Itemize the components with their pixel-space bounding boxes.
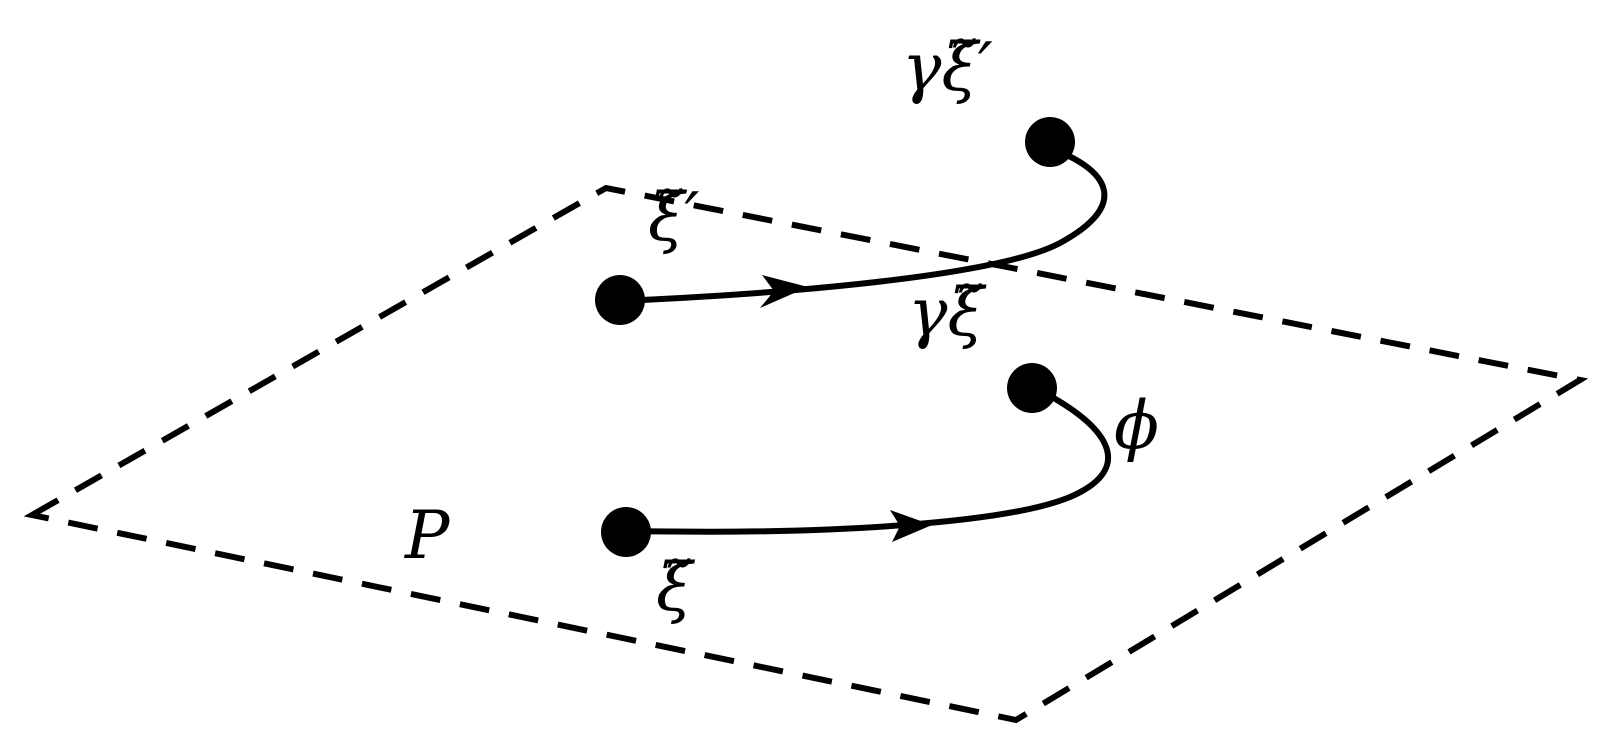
label-phi: ϕ <box>1114 387 1159 464</box>
upper-path-arrowhead <box>760 275 808 308</box>
label-gamma-xi-prime: γξ̃′ <box>902 29 993 106</box>
lower-path-curve <box>633 394 1112 535</box>
upper-path-curve <box>619 145 1108 304</box>
point-gamma-xi <box>1007 363 1057 413</box>
label-gamma-xi: γξ̃ <box>908 274 987 351</box>
plane-label: P <box>404 497 451 574</box>
label-xi: ξ̃ <box>656 549 696 626</box>
point-xi <box>601 507 651 557</box>
label-xi-prime: ξ̃′ <box>648 179 699 256</box>
plane-p-outline <box>23 184 1589 724</box>
lower-path-arrowhead <box>890 510 932 542</box>
point-xi-prime <box>595 275 645 325</box>
point-gamma-xi-prime <box>1025 117 1075 167</box>
